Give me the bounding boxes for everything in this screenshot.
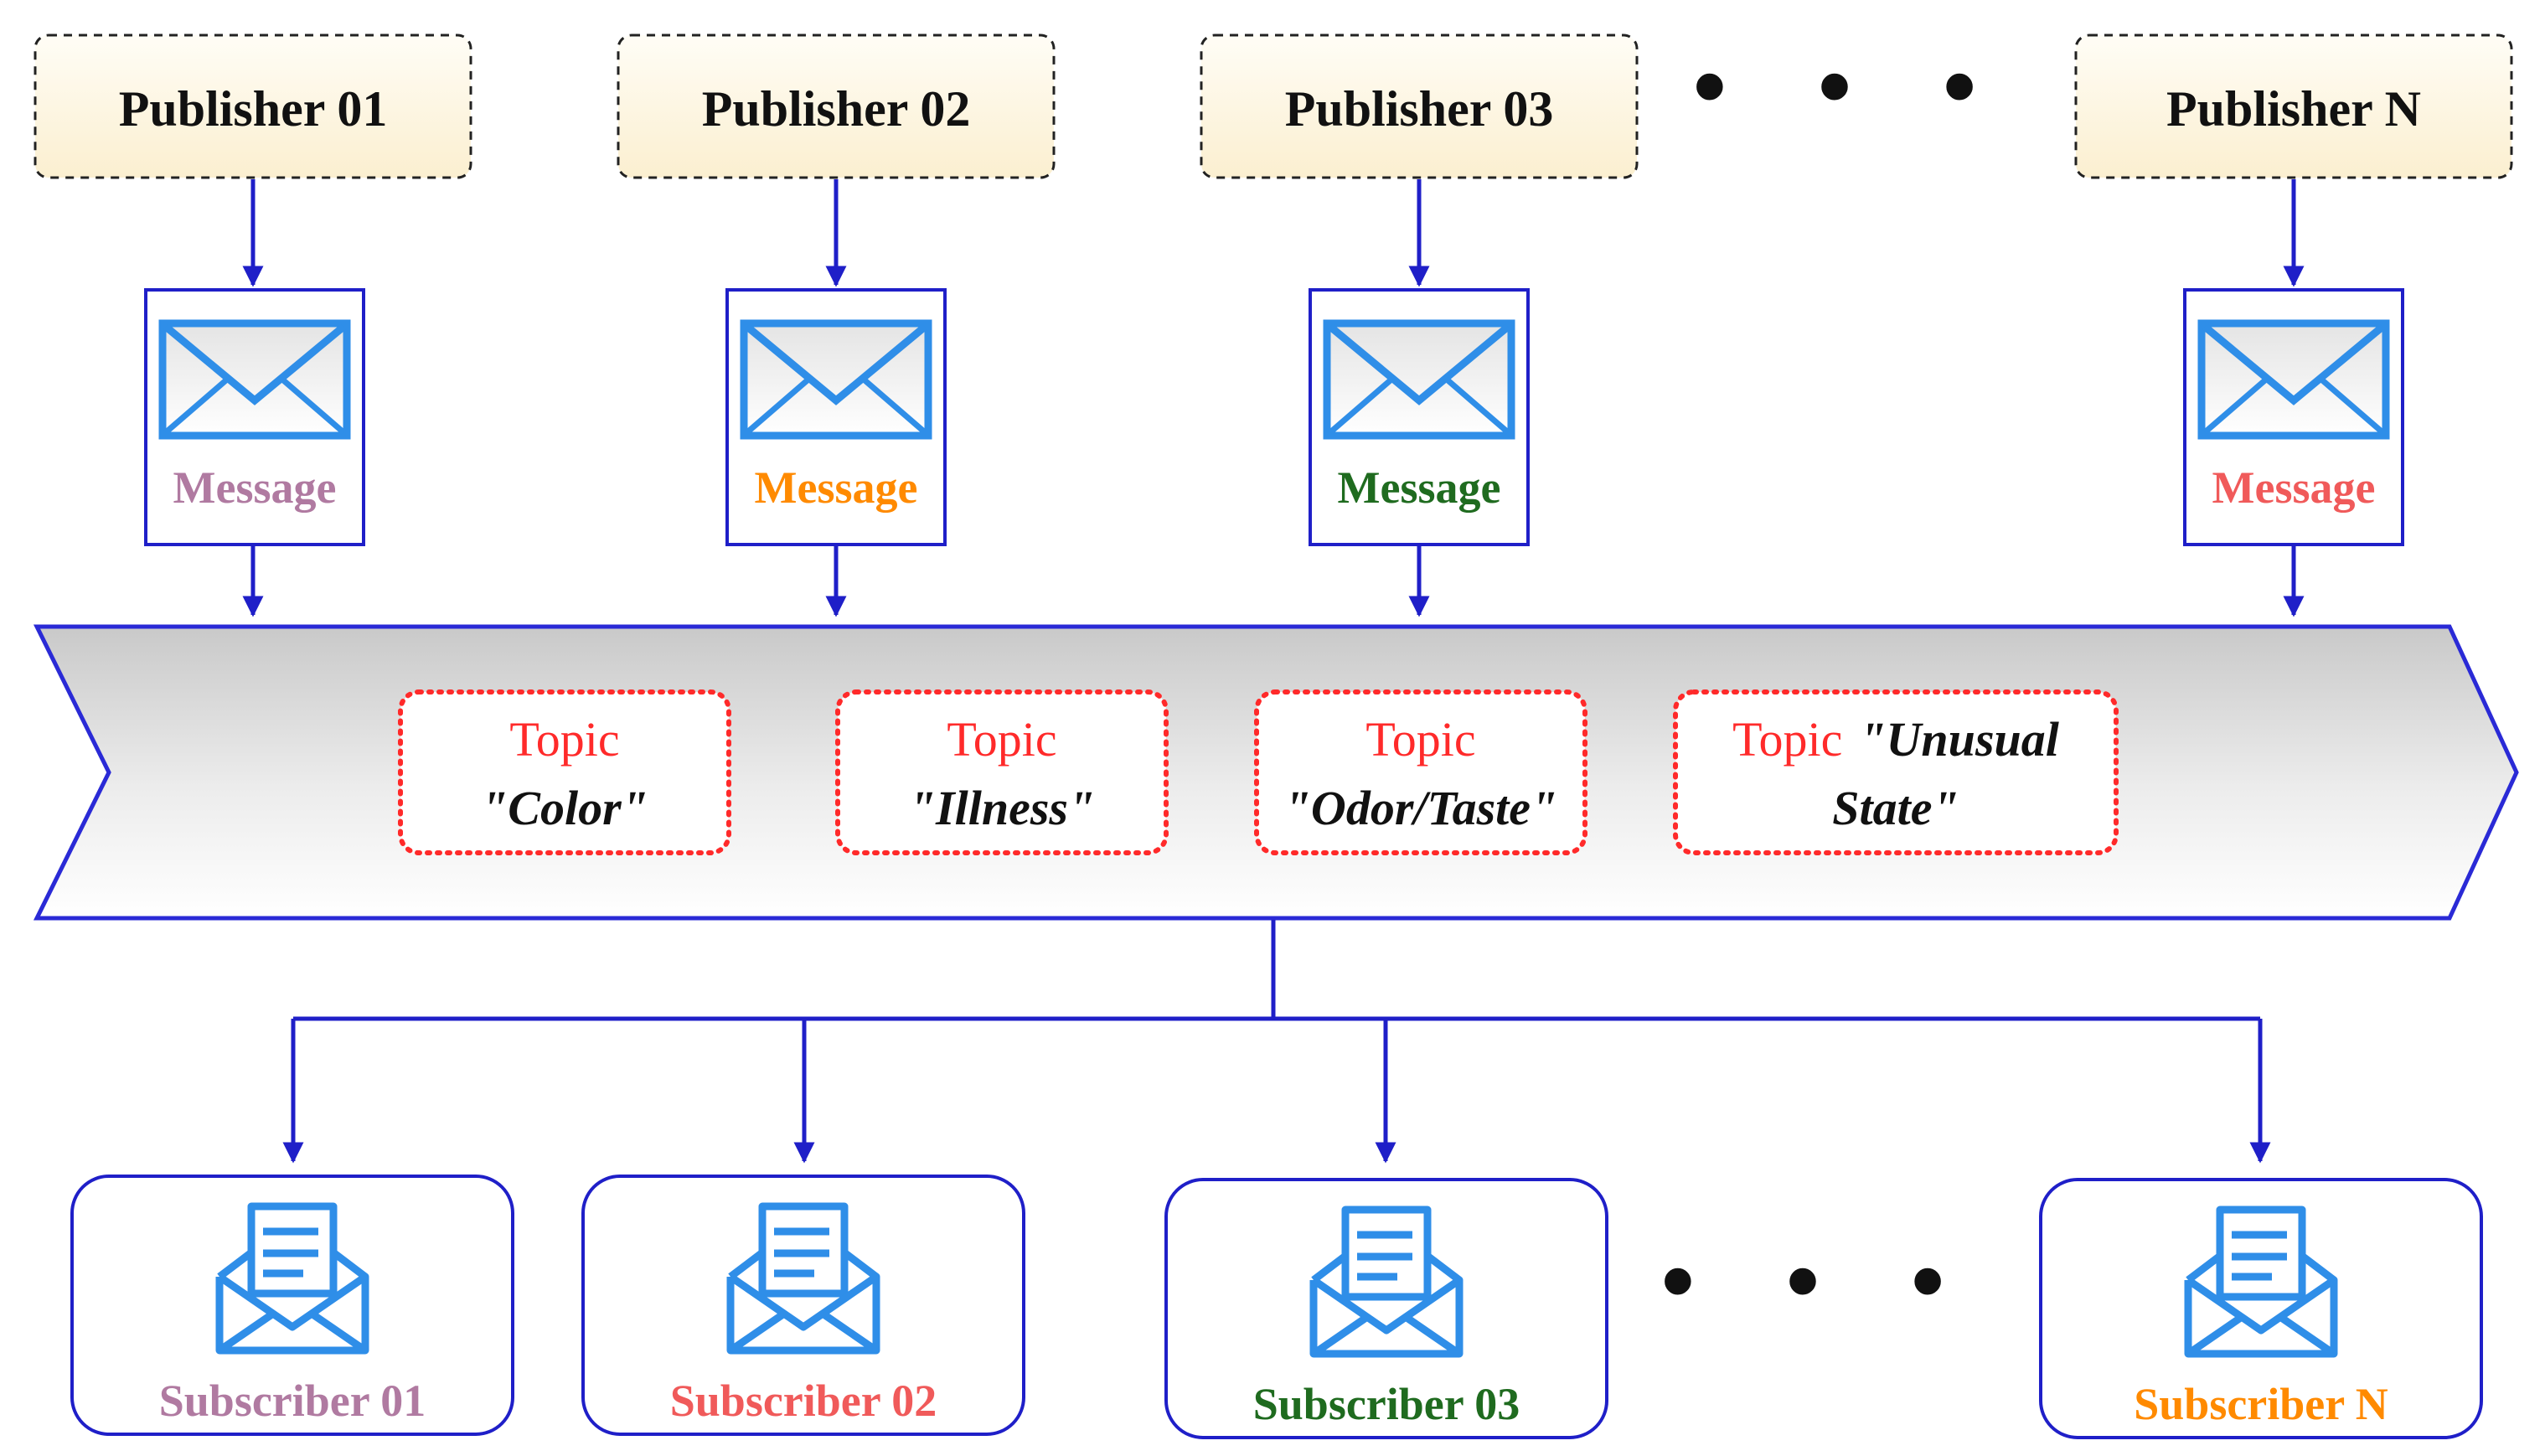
- topic-box: Topic "Illness": [835, 689, 1169, 855]
- open-envelope-icon: [215, 1202, 369, 1355]
- subscriber-label: Subscriber N: [2134, 1379, 2388, 1429]
- subscriber-box: Subscriber 02: [581, 1175, 1025, 1436]
- publisher-box: Publisher 03: [1200, 34, 1639, 179]
- topic-box: Topic "Unusual State": [1673, 689, 2119, 855]
- topic-name-line2: State": [1832, 781, 1959, 835]
- publisher-label: Publisher N: [2166, 81, 2421, 137]
- message-box: Message: [725, 288, 947, 546]
- message-arrows: [242, 546, 2305, 617]
- open-envelope-icon: [726, 1202, 880, 1355]
- subscriber-label: Subscriber 02: [670, 1376, 937, 1426]
- topic-word: Topic: [1365, 712, 1475, 767]
- message-box: Message: [144, 288, 365, 546]
- svg-text:Topic "Unusual: Topic "Unusual: [1732, 712, 2060, 767]
- envelope-icon: [158, 319, 351, 440]
- open-envelope-icon: [1309, 1206, 1464, 1358]
- envelope-icon: [1323, 319, 1515, 440]
- message-box: Message: [1309, 288, 1530, 546]
- topic-name: "Illness": [909, 781, 1095, 835]
- subscriber-box: Subscriber 01: [70, 1175, 514, 1436]
- topic-name: "Odor/Taste": [1284, 781, 1558, 835]
- subscriber-label: Subscriber 03: [1253, 1379, 1520, 1429]
- publisher-label: Publisher 02: [702, 81, 971, 137]
- subscriber-box: Subscriber N: [2039, 1178, 2483, 1439]
- publisher-box: Publisher 01: [34, 34, 472, 179]
- subscriber-label: Subscriber 01: [159, 1376, 426, 1426]
- publisher-box: Publisher 02: [617, 34, 1056, 179]
- topic-word: Topic: [509, 712, 619, 767]
- topic-word: Topic: [1732, 712, 1842, 767]
- envelope-icon: [2197, 319, 2390, 440]
- topic-name: "Color": [481, 781, 648, 835]
- open-envelope-icon: [2184, 1206, 2338, 1358]
- topic-word: Topic: [947, 712, 1056, 767]
- message-label: Message: [173, 462, 337, 513]
- message-label: Message: [755, 462, 918, 513]
- ellipsis-subscribers: • • •: [1662, 1229, 1978, 1332]
- topic-box: Topic "Color": [398, 689, 731, 855]
- envelope-icon: [740, 319, 932, 440]
- message-label: Message: [2212, 462, 2376, 513]
- topic-name-line1: "Unusual: [1859, 712, 2059, 767]
- publisher-label: Publisher 01: [119, 81, 388, 137]
- distribution-lines: [282, 920, 2271, 1164]
- publisher-box: Publisher N: [2074, 34, 2513, 179]
- topic-box: Topic "Odor/Taste": [1254, 689, 1587, 855]
- message-label: Message: [1338, 462, 1501, 513]
- message-box: Message: [2183, 288, 2404, 546]
- publisher-label: Publisher 03: [1285, 81, 1554, 137]
- subscriber-box: Subscriber 03: [1164, 1178, 1608, 1439]
- publisher-arrows: [242, 179, 2305, 287]
- ellipsis-publishers: • • •: [1694, 34, 2010, 137]
